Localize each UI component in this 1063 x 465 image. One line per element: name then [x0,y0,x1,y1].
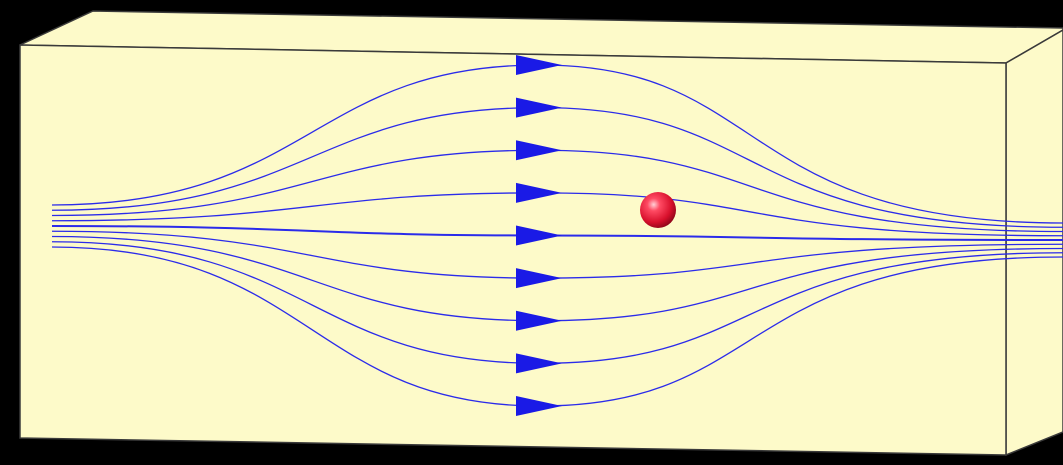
field-arrow [516,268,562,289]
field-arrow [516,140,562,161]
field-arrow [516,396,562,416]
field-arrow [516,353,562,374]
field-arrow [516,310,562,331]
field-arrows [516,55,562,416]
charge-sphere [640,192,676,228]
field-arrow [516,182,562,203]
field-arrow [516,55,562,75]
field-arrow [516,225,562,246]
box-front-face [19,44,1007,456]
box-right-face [1005,29,1063,457]
field-arrow [516,97,562,118]
